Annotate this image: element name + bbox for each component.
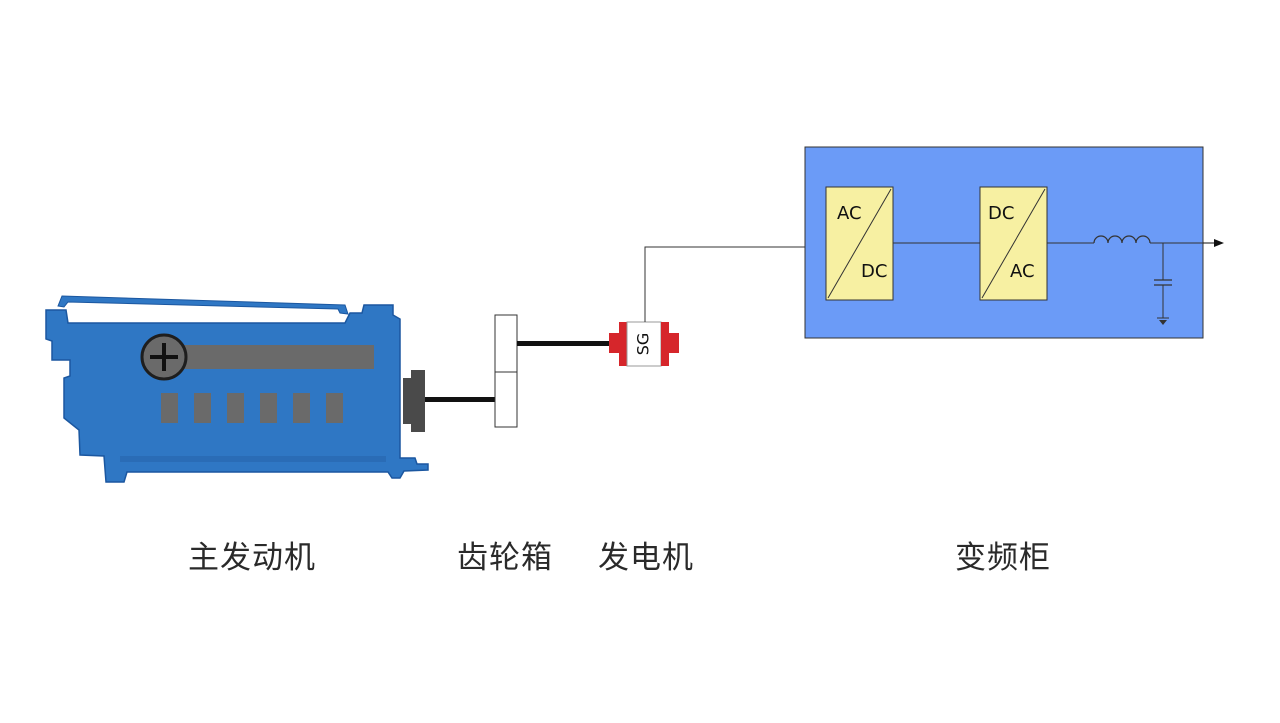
converter-label: 变频柜 (955, 540, 1051, 576)
shaft-engine-gearbox (425, 397, 495, 402)
shaft-gearbox-generator (517, 341, 617, 346)
inverter-module: DC AC (979, 186, 1048, 301)
main-engine (45, 295, 429, 483)
output-arrow-icon (1203, 239, 1224, 247)
engine-cylinders (161, 393, 343, 423)
generator: SG (609, 321, 679, 367)
rectifier-input-label: AC (837, 203, 862, 224)
generator-tag: SG (634, 333, 653, 356)
gearbox-label: 齿轮箱 (457, 540, 553, 576)
inductor-icon (1093, 235, 1151, 244)
ground-icon (1157, 317, 1169, 325)
inverter-input-label: DC (988, 203, 1014, 224)
gearbox (494, 314, 518, 428)
converter-cabinet: AC DC DC AC (804, 146, 1214, 339)
rectifier-module: AC DC (825, 186, 894, 301)
capacitor-icon (1154, 243, 1172, 318)
generator-label: 发电机 (598, 540, 694, 576)
engine-flywheel (403, 378, 413, 424)
rectifier-output-label: DC (861, 261, 887, 282)
engine-label: 主发动机 (188, 540, 316, 576)
cable-generator-cabinet (644, 246, 805, 322)
inverter-output-label: AC (1010, 261, 1035, 282)
